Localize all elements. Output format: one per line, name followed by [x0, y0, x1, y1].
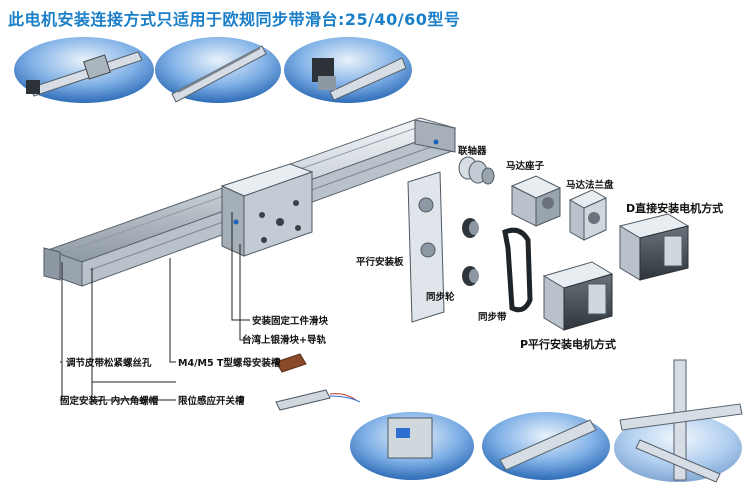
label-fix-holes: 固定安装孔 内六角螺帽 — [60, 396, 159, 407]
photo-ellipse-4 — [350, 412, 474, 480]
label-coupling: 联轴器 — [458, 146, 487, 157]
leader-lines — [60, 212, 250, 401]
parallel-motor-part — [542, 261, 614, 331]
coupling-part — [458, 156, 495, 185]
sync-belt-part — [502, 227, 533, 313]
photo-ellipse-2 — [155, 37, 281, 103]
label-belt-tension: 调节皮带松紧螺丝孔 — [66, 358, 152, 369]
label-parallel-mount: P平行安装电机方式 — [520, 338, 617, 351]
label-t-nut: M4/M5 T型螺母安装槽 — [178, 358, 281, 369]
t-nut-part — [275, 353, 307, 373]
parallel-plate-part — [407, 171, 445, 323]
motor-flange-part — [568, 189, 608, 241]
label-sync-wheel: 同步轮 — [426, 292, 455, 303]
photo-ellipse-6 — [614, 359, 743, 483]
motor-seat-part — [510, 175, 562, 227]
label-motor-flange: 马达法兰盘 — [566, 180, 614, 191]
limit-switch-part — [275, 389, 361, 411]
photo-ellipse-3 — [284, 37, 412, 103]
label-parallel-plate: 平行安装板 — [356, 257, 404, 268]
photo-ellipse-1 — [14, 37, 154, 103]
label-sync-belt: 同步带 — [478, 312, 507, 323]
label-direct-mount: D直接安装电机方式 — [626, 202, 724, 215]
sync-wheel-part — [462, 218, 479, 286]
page-title: 此电机安装连接方式只适用于欧规同步带滑台:25/40/60型号 — [8, 10, 461, 29]
label-rail: 台湾上银滑块+导轨 — [242, 335, 326, 346]
label-motor-seat: 马达座子 — [506, 161, 545, 172]
photo-ellipse-5 — [482, 412, 610, 480]
linear-module — [43, 117, 457, 287]
label-slider-mount: 安装固定工件滑块 — [252, 316, 329, 327]
label-limit-switch: 限位感应开关槽 — [178, 396, 245, 407]
direct-motor-part — [618, 213, 690, 281]
